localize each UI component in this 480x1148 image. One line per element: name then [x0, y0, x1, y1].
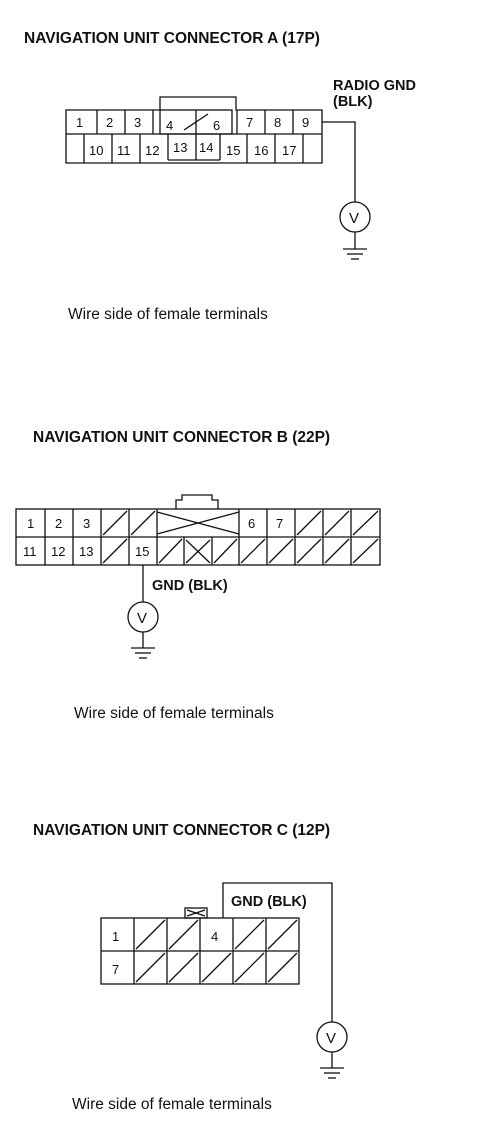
- pin-b-13: 13: [79, 544, 93, 559]
- pin-a-8: 8: [274, 115, 281, 130]
- pin-c-4: 4: [211, 929, 218, 944]
- pin-b-6: 6: [248, 516, 255, 531]
- pin-b-2: 2: [55, 516, 62, 531]
- connector-b: NAVIGATION UNIT CONNECTOR B (22P): [15, 429, 381, 722]
- connector-c-caption: Wire side of female terminals: [72, 1096, 272, 1113]
- pin-a-12: 12: [145, 143, 159, 158]
- pin-a-17: 17: [282, 143, 296, 158]
- pin-a-3: 3: [134, 115, 141, 130]
- connector-b-caption: Wire side of female terminals: [74, 705, 274, 722]
- ground-icon: [343, 232, 367, 260]
- pin-c-1: 1: [112, 929, 119, 944]
- pin-b-3: 3: [83, 516, 90, 531]
- pin-b-11: 11: [23, 544, 37, 559]
- ground-icon: [131, 632, 155, 659]
- pin-a-14: 14: [199, 140, 213, 155]
- connector-a-wire: [322, 121, 356, 202]
- pin-a-9: 9: [302, 115, 309, 130]
- connector-b-title: NAVIGATION UNIT CONNECTOR B (22P): [33, 429, 330, 446]
- pin-b-1: 1: [27, 516, 34, 531]
- connector-a: NAVIGATION UNIT CONNECTOR A (17P): [24, 30, 416, 323]
- connector-b-wire-label: GND (BLK): [152, 578, 228, 594]
- connector-a-housing: [65, 96, 323, 164]
- connector-a-caption: Wire side of female terminals: [68, 306, 268, 323]
- pin-b-12: 12: [51, 544, 65, 559]
- pin-c-7: 7: [112, 962, 119, 977]
- pin-a-2: 2: [106, 115, 113, 130]
- pin-a-15: 15: [226, 143, 240, 158]
- connector-c-wire-label: GND (BLK): [231, 894, 307, 910]
- pin-a-16: 16: [254, 143, 268, 158]
- voltmeter-symbol: V: [349, 210, 359, 227]
- pin-a-1: 1: [76, 115, 83, 130]
- voltmeter-symbol: V: [137, 610, 147, 627]
- connector-a-title: NAVIGATION UNIT CONNECTOR A (17P): [24, 30, 320, 47]
- pin-a-11: 11: [117, 143, 131, 158]
- connector-c-title: NAVIGATION UNIT CONNECTOR C (12P): [33, 822, 330, 839]
- connector-a-wire-label: RADIO GND: [333, 78, 416, 94]
- connector-b-housing: [15, 494, 381, 566]
- pin-a-13: 13: [173, 140, 187, 155]
- connector-c: NAVIGATION UNIT CONNECTOR C (12P): [33, 822, 348, 1113]
- pin-a-6: 6: [213, 118, 220, 133]
- pin-b-15: 15: [135, 544, 149, 559]
- pin-a-7: 7: [246, 115, 253, 130]
- pin-b-7: 7: [276, 516, 283, 531]
- connector-c-housing: [100, 907, 300, 985]
- pin-a-10: 10: [89, 143, 103, 158]
- ground-icon: [320, 1052, 344, 1079]
- connector-a-wire-color: (BLK): [333, 94, 373, 110]
- voltmeter-symbol: V: [326, 1030, 336, 1047]
- pin-a-4: 4: [166, 118, 173, 133]
- connector-c-wire: [222, 882, 333, 1022]
